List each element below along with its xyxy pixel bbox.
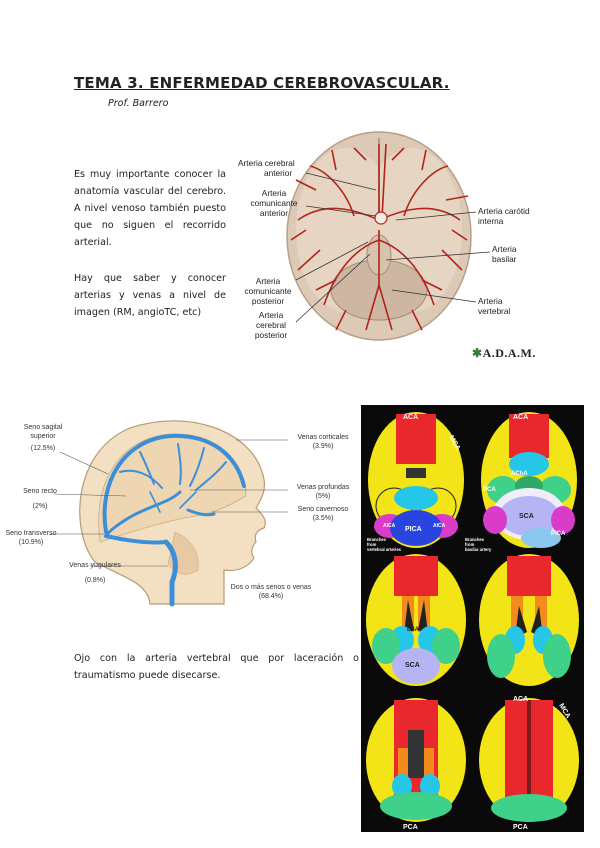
label-cortical-veins: Venas corticales (3.9%) <box>297 434 349 450</box>
map-label-lsa-1: LSA <box>407 627 420 633</box>
label-multiple-sinuses: Dos o más senos o venas (68.4%) <box>230 584 312 600</box>
branches-vertebral-line2: from <box>367 542 377 547</box>
vascular-territory-maps: ACA ACA MCA AChA PCA SCA AICA AICA PICA … <box>361 405 584 832</box>
label-cerebral-anterior: Arteria cerebral anterior <box>238 158 295 178</box>
document-author: Prof. Barrero <box>108 98 169 109</box>
brain-illustration <box>286 131 491 341</box>
paragraph-imaging: Hay que saber y conocer arterias y venas… <box>74 273 226 318</box>
label-jugular-veins: Venas yugulares (0.8%) <box>69 562 121 584</box>
map-label-aica-1: AICA <box>383 523 396 529</box>
map-label-pca-3: PCA <box>513 824 528 831</box>
label-deep-veins: Venas profundas (5%) <box>296 484 350 500</box>
label-transverse-sinus: Seno transverso (10.9%) <box>5 530 57 546</box>
label-cavernous-sinus: Seno cavernoso (3.5%) <box>297 506 349 522</box>
map-label-aca-1: ACA <box>403 414 418 421</box>
map-label-pca-1: PCA <box>483 487 496 493</box>
map-label-pica-1: PICA <box>405 526 422 533</box>
branches-vertebral-line1: Branches <box>367 537 387 542</box>
venous-sinus-figure: Seno sagital superior (12.5%) Seno recto… <box>0 412 360 612</box>
paragraph-anatomy: Es muy importante conocer la anatomía va… <box>74 169 226 248</box>
label-vertebral: Arteria vertebral <box>478 296 511 316</box>
map-label-aica-2: AICA <box>433 523 446 529</box>
label-superior-sagittal-sinus: Seno sagital superior (12.5%) <box>23 424 63 453</box>
head-illustration <box>50 420 288 607</box>
label-internal-carotid: Arteria carótid interna <box>478 206 530 226</box>
branches-basilar-line2: from <box>465 542 475 547</box>
label-basilar: Arteria basilar <box>492 244 517 264</box>
document-title: TEMA 3. ENFERMEDAD CEREBROVASCULAR. <box>74 74 450 92</box>
brain-arteries-figure: Arteria cerebral anterior Arteria comuni… <box>236 130 546 350</box>
territory-maps-svg: ACA ACA MCA AChA PCA SCA AICA AICA PICA … <box>366 412 579 831</box>
map-label-sca-2: SCA <box>405 662 420 669</box>
map-label-pca-2: PCA <box>403 824 418 831</box>
map-label-aca-3: ACA <box>513 696 528 703</box>
label-cerebral-posterior: Arteria cerebral posterior <box>254 310 288 340</box>
label-communicating-posterior: Arteria comunicante posterior <box>244 276 292 306</box>
adam-logo: ✱A.D.A.M. <box>472 346 536 360</box>
map-label-pica-2: PICA <box>551 531 566 537</box>
map-label-aca-2: ACA <box>513 414 528 421</box>
adam-star-icon: ✱ <box>472 346 483 360</box>
map-label-acha-1: AChA <box>511 471 528 477</box>
label-straight-sinus: Seno recto (2%) <box>23 488 57 510</box>
map-label-sca-1: SCA <box>519 513 534 520</box>
label-communicating-anterior: Arteria comunicante anterior <box>250 188 298 218</box>
branches-vertebral-line3: vertebral arteries <box>367 547 402 552</box>
paragraph-vertebral: Ojo con la arteria vertebral que por lac… <box>74 653 359 681</box>
branches-basilar-line1: Branches <box>465 537 485 542</box>
branches-basilar-line3: basilar artery <box>465 547 492 552</box>
